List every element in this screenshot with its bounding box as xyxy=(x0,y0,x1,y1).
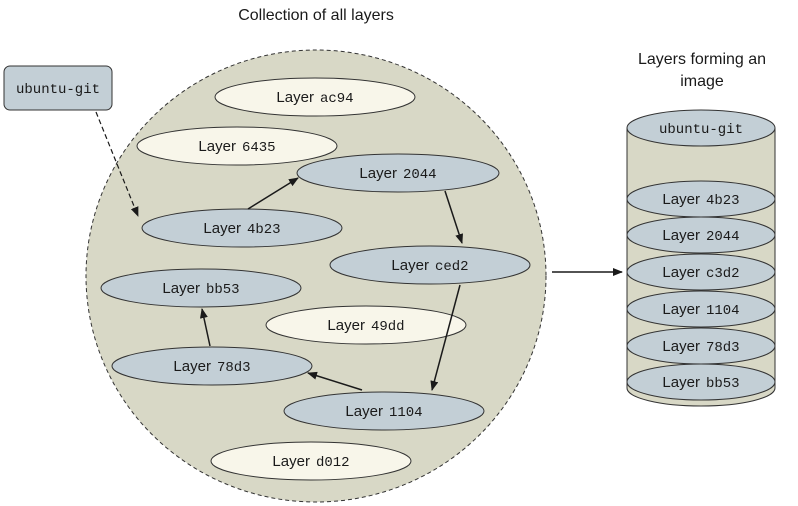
layer-word: Layer xyxy=(162,280,200,297)
ubuntu-git-tag-label: ubuntu-git xyxy=(16,82,100,98)
layer-word: Layer xyxy=(345,403,383,420)
layer-id: 4b23 xyxy=(706,193,740,209)
layer-ced2[interactable]: Layer ced2 xyxy=(329,245,531,285)
image-title-line2: image xyxy=(680,73,724,90)
layer-id: 4b23 xyxy=(247,222,281,238)
layer-word: Layer xyxy=(327,317,365,334)
arrow-1104-to-78d3 xyxy=(307,371,363,391)
layer-word: Layer xyxy=(391,257,429,274)
layer-id: ac94 xyxy=(320,91,354,107)
layer-id: 2044 xyxy=(403,167,437,183)
layer-word: Layer xyxy=(198,138,236,155)
stack-layer-bb53[interactable]: Layer bb53 xyxy=(626,363,776,401)
arrow-ced2-to-1104 xyxy=(430,284,461,391)
image-title-line1: Layers forming an xyxy=(638,51,766,68)
layer-word: Layer xyxy=(173,358,211,375)
layer-id: 49dd xyxy=(371,319,405,335)
layer-word: Layer xyxy=(662,191,700,208)
layer-word: Layer xyxy=(276,89,314,106)
arrow-4b23-to-2044 xyxy=(247,177,299,210)
layer-4b23[interactable]: Layer 4b23 xyxy=(141,208,343,248)
layer-id: 2044 xyxy=(706,229,740,245)
layer-6435[interactable]: Layer 6435 xyxy=(136,126,338,166)
arrow-2044-to-ced2 xyxy=(444,190,464,244)
layer-id: 6435 xyxy=(242,140,276,156)
layer-word: Layer xyxy=(359,165,397,182)
layer-78d3[interactable]: Layer 78d3 xyxy=(111,346,313,386)
collection-title: Collection of all layers xyxy=(238,7,394,24)
layer-word: Layer xyxy=(662,338,700,355)
tag-reference-arrow xyxy=(95,111,139,217)
stack-layer-1104[interactable]: Layer 1104 xyxy=(626,290,776,328)
layer-word: Layer xyxy=(662,264,700,281)
arrow-78d3-to-bb53 xyxy=(199,308,211,347)
layer-ac94[interactable]: Layer ac94 xyxy=(214,77,416,117)
layer-id: d012 xyxy=(316,455,350,471)
stack-layer-78d3[interactable]: Layer 78d3 xyxy=(626,327,776,365)
layer-bb53[interactable]: Layer bb53 xyxy=(100,268,302,308)
cylinder-top-label: ubuntu-git xyxy=(659,122,743,138)
layer-id: 78d3 xyxy=(217,360,251,376)
layer-id: bb53 xyxy=(206,282,240,298)
layer-id: c3d2 xyxy=(706,266,740,282)
layer-d012[interactable]: Layer d012 xyxy=(210,441,412,481)
stack-layer-2044[interactable]: Layer 2044 xyxy=(626,216,776,254)
cylinder-top xyxy=(626,109,776,147)
layer-id: 1104 xyxy=(389,405,423,421)
layer-word: Layer xyxy=(662,301,700,318)
layer-word: Layer xyxy=(272,453,310,470)
layer-word: Layer xyxy=(203,220,241,237)
ubuntu-git-tag[interactable]: ubuntu-git xyxy=(3,65,113,111)
layer-49dd[interactable]: Layer 49dd xyxy=(265,305,467,345)
layer-id: ced2 xyxy=(435,259,469,275)
layer-1104[interactable]: Layer 1104 xyxy=(283,391,485,431)
layer-word: Layer xyxy=(662,374,700,391)
layer-id: 78d3 xyxy=(706,340,740,356)
layer-id: 1104 xyxy=(706,303,740,319)
stack-layer-c3d2[interactable]: Layer c3d2 xyxy=(626,253,776,291)
layer-2044[interactable]: Layer 2044 xyxy=(296,153,500,193)
layer-word: Layer xyxy=(662,227,700,244)
layer-id: bb53 xyxy=(706,376,740,392)
stack-layer-4b23[interactable]: Layer 4b23 xyxy=(626,180,776,218)
